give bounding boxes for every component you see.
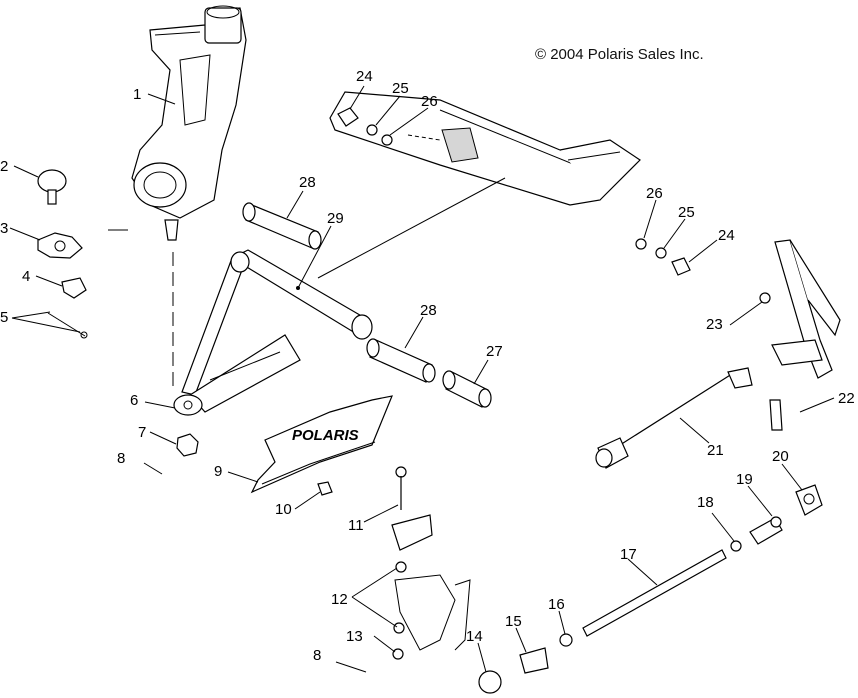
callout-part-4: 4 [22,268,30,285]
right-spindle-drawing [759,239,841,431]
callout-part-7: 7 [138,424,146,441]
callout-part-12: 12 [331,591,348,608]
callout-part-9: 9 [214,463,222,480]
callout-part-21: 21 [707,442,724,459]
skid-guard-drawing: POLARIS [250,395,393,494]
callout-part-28-upper: 28 [299,174,316,191]
callout-part-14: 14 [466,628,483,645]
copyright-notice: © 2004 Polaris Sales Inc. [535,46,704,63]
callout-part-11: 11 [348,517,364,534]
callout-part-29: 29 [327,210,344,227]
callout-part-25-right: 25 [678,204,695,221]
callout-part-10: 10 [275,501,292,518]
callout-part-25-left: 25 [392,80,409,97]
callout-part-26-left: 26 [421,93,438,110]
callout-part-17: 17 [620,546,637,563]
frame-drawing [317,91,641,279]
spindle-drawing [131,5,247,241]
callout-part-23: 23 [706,316,723,333]
callout-part-20: 20 [772,448,789,465]
tie-rod-assembly-drawing [595,367,753,469]
callout-part-8: 8 [117,450,125,467]
leader-dot [296,286,300,290]
nut-7-drawing [176,433,199,457]
bushing-short-drawing [442,370,492,408]
callout-part-13: 13 [346,628,363,645]
guard-logo-text: POLARIS [292,427,359,444]
callout-part-1: 1 [133,86,141,103]
boot-drawing [61,277,87,299]
callout-part-6: 6 [130,392,138,409]
bolt-10-drawing [317,481,333,496]
callout-part-26-right: 26 [646,185,663,202]
frame-bolt-drawing [337,107,393,146]
callout-part-15: 15 [505,613,522,630]
callout-part-22: 22 [838,390,855,407]
callout-part-28-lower: 28 [420,302,437,319]
callout-part-8-lower: 8 [313,647,321,664]
callout-part-27: 27 [486,343,503,360]
ball-joint-drawing [37,169,67,205]
cotter-pin-drawing [47,312,88,339]
callout-part-2: 2 [0,158,8,175]
part-callouts: 1 2 3 4 5 6 7 8 9 10 11 12 13 14 15 16 1… [0,68,855,664]
steering-arm-drawing [335,466,471,673]
leader-lines [9,85,835,673]
bushing-upper-drawing [242,202,322,250]
callout-part-5: 5 [0,309,8,326]
cotter-pin-drawing [143,462,163,475]
right-hardware-drawing [635,238,691,276]
callout-part-24-left: 24 [356,68,373,85]
bushing-lower-drawing [366,338,436,383]
flange-plate-drawing [37,232,83,259]
tie-rod-drawing [478,484,823,694]
callout-part-16: 16 [548,596,565,613]
callout-part-24-right: 24 [718,227,735,244]
callout-part-3: 3 [0,220,8,237]
callout-part-19: 19 [736,471,753,488]
a-arm-drawing [173,249,373,416]
callout-part-18: 18 [697,494,714,511]
